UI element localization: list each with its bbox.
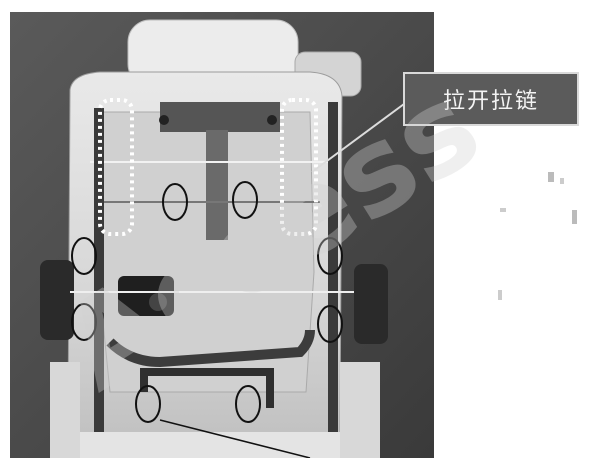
callout-label: 拉开拉链 (442, 89, 539, 114)
center-rail (206, 130, 228, 240)
side-pad-left (40, 260, 74, 340)
floor-bar (80, 432, 340, 458)
clip-marker (135, 385, 161, 423)
seat-frame-photo (10, 12, 434, 458)
cushion-bottom (50, 362, 80, 458)
top-bracket (160, 102, 280, 132)
clip-marker (317, 305, 343, 343)
recliner-motor (118, 276, 174, 316)
right-rail (328, 102, 338, 442)
clip-marker (317, 237, 343, 275)
lower-tube (140, 368, 274, 408)
clip-marker (232, 181, 258, 219)
clip-marker (235, 385, 261, 423)
bracket-bolt (267, 115, 277, 125)
cushion-bottom (340, 362, 380, 458)
clip-marker (71, 237, 97, 275)
clip-marker (162, 183, 188, 221)
bracket-bolt (159, 115, 169, 125)
side-pad-right (354, 264, 388, 344)
lower-tube (106, 329, 315, 368)
clip-marker (71, 303, 97, 341)
zipper-highlight-left (98, 98, 134, 236)
leader-line-bottom (159, 419, 311, 458)
motor-gear (149, 293, 167, 311)
left-rail (94, 108, 104, 438)
callout-box: 拉开拉链 (403, 72, 579, 126)
